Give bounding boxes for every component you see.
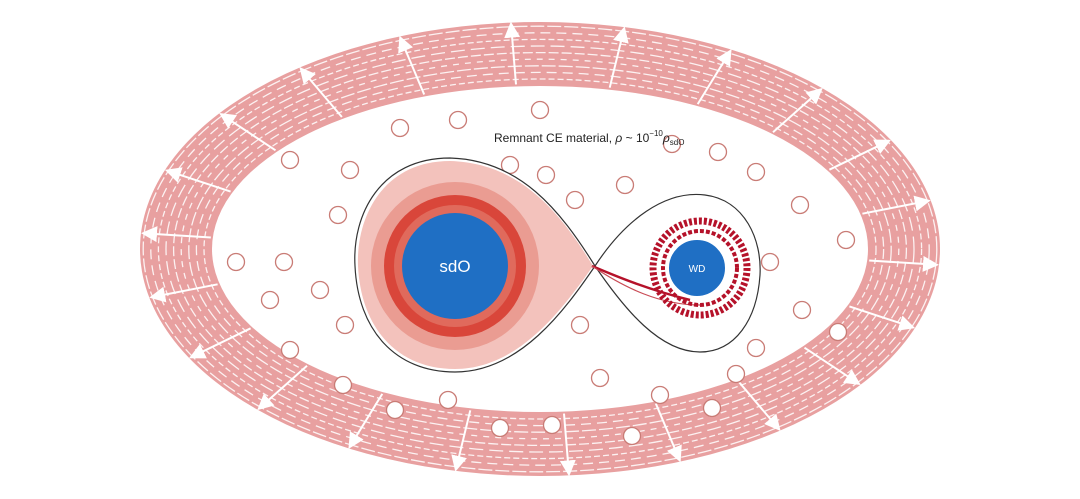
cavity-bubble: [340, 160, 360, 180]
expansion-arrow: [737, 380, 781, 431]
expansion-arrow: [164, 167, 231, 193]
expansion-arrow: [451, 410, 472, 472]
mass-transfer-stream: [591, 264, 691, 302]
remnant-ce-caption: Remnant CE material, ρ ~ 10−10ρsdO: [494, 129, 684, 147]
shell-stripe: [180, 58, 900, 440]
wd-disk-inner: [661, 229, 739, 307]
cavity-bubble: [622, 426, 642, 446]
shell-stripe: [150, 32, 930, 466]
expansion-arrow: [803, 346, 861, 386]
caption-rho: ρ: [614, 131, 622, 145]
cavity-bubble: [828, 322, 848, 342]
expansion-arrow: [141, 226, 211, 243]
shell-stripe: [203, 78, 877, 420]
cavity-bubble: [662, 134, 682, 154]
expansion-arrow: [608, 26, 629, 88]
cavity-bubble: [792, 300, 812, 320]
wd-star: WD: [649, 217, 751, 319]
cavity-bubble: [530, 100, 550, 120]
sdo-star: sdO: [371, 182, 539, 350]
cavity-bubble: [260, 290, 280, 310]
cavity-bubble: [490, 418, 510, 438]
caption-tilde: ~ 10: [622, 131, 649, 145]
cavity-bubble: [328, 205, 348, 225]
caption-rho2: ρ: [662, 131, 670, 145]
cavity-bubble: [726, 364, 746, 384]
shell-stripe: [188, 65, 892, 433]
expansion-arrow: [869, 255, 939, 272]
shell-stripe: [165, 45, 915, 453]
cavity-bubble: [448, 110, 468, 130]
caption-exponent: −10: [649, 129, 663, 138]
cavity-bubble: [335, 315, 355, 335]
shell-stripe: [142, 25, 938, 473]
expansion-arrow: [149, 283, 218, 303]
expansion-arrow: [849, 305, 916, 331]
cavity-bubble: [438, 390, 458, 410]
shell-stripe: [195, 71, 885, 427]
cavity-bubble: [760, 252, 780, 272]
wd-label: WD: [689, 264, 706, 275]
expansion-arrow: [696, 48, 732, 105]
wd-core: [667, 238, 727, 298]
cavity-bubble: [570, 315, 590, 335]
cavity-bubble: [708, 142, 728, 162]
expansion-arrow: [504, 21, 521, 85]
cavity-bubble: [542, 415, 562, 435]
cavity-bubble: [615, 175, 635, 195]
mass-transfer-stream-2: [591, 265, 701, 306]
expansion-arrow: [398, 35, 426, 95]
caption-prefix: Remnant CE material,: [494, 131, 615, 145]
shell-stripe: [157, 38, 923, 460]
cavity-bubble: [226, 252, 246, 272]
shell-stripe: [172, 51, 908, 447]
expansion-arrow: [299, 67, 343, 118]
cavity-bubble: [280, 340, 300, 360]
cavity-bubble: [650, 385, 670, 405]
expansion-arrow: [348, 393, 384, 450]
shell-stripes: [142, 25, 938, 473]
expansion-arrow: [862, 195, 931, 215]
cavity-bubble: [390, 118, 410, 138]
cavity-bubble: [565, 190, 585, 210]
cavity-bubble: [790, 195, 810, 215]
expansion-arrow: [654, 403, 682, 463]
cavity-bubble: [746, 162, 766, 182]
expansion-arrows: [141, 21, 939, 477]
cavity-bubble: [746, 338, 766, 358]
expansion-arrow: [559, 413, 576, 477]
sdo-label: sdO: [439, 257, 470, 276]
cavity-bubble: [836, 230, 856, 250]
cavity-bubble: [536, 165, 556, 185]
cavity-bubble: [310, 280, 330, 300]
cavity-bubble: [590, 368, 610, 388]
expansion-arrow: [189, 327, 252, 359]
cavity-bubble: [280, 150, 300, 170]
expansion-arrow: [772, 87, 823, 133]
expansion-arrow: [257, 365, 308, 411]
expansion-arrow: [828, 139, 891, 171]
cavity-bubble: [333, 375, 353, 395]
caption-subscript: sdO: [670, 138, 685, 147]
cavity-bubble: [385, 400, 405, 420]
wd-disk-outer: [649, 217, 751, 319]
cavity-bubble: [274, 252, 294, 272]
sdo-core: [402, 213, 508, 319]
expansion-arrow: [219, 112, 277, 152]
cavity-bubble: [702, 398, 722, 418]
